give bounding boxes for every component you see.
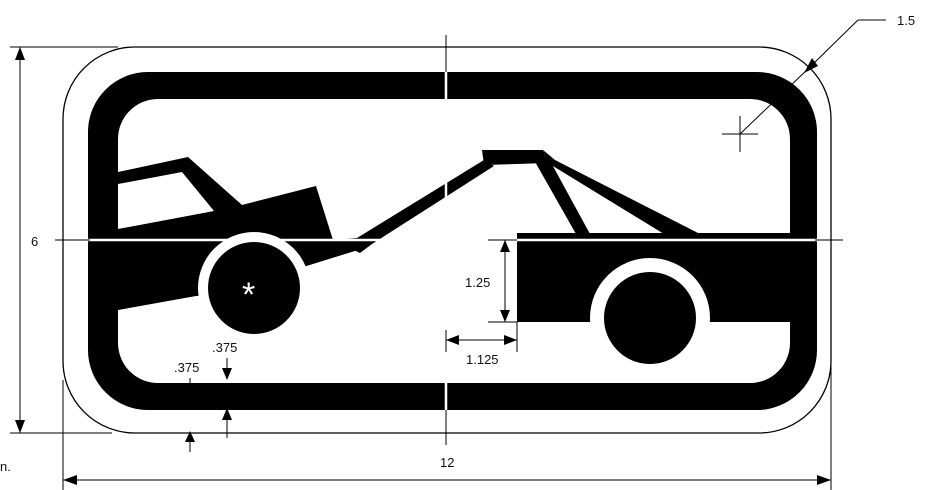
height-label-bg xyxy=(26,230,44,250)
tow-boom-head xyxy=(482,150,548,165)
wheel-horizontal-dimension xyxy=(445,322,518,352)
tow-truck-icon xyxy=(482,150,790,378)
radius-leader xyxy=(739,19,886,135)
wheel-vertical-label: 1.25 xyxy=(465,275,490,290)
radius-label: 1.5 xyxy=(897,13,915,28)
wheel-horizontal-label: 1.125 xyxy=(466,352,499,367)
wheel-asterisk: * xyxy=(242,276,255,314)
height-label: 6 xyxy=(31,234,38,249)
tow-truck-wheel xyxy=(604,272,696,364)
towed-car-wheel xyxy=(208,242,300,334)
edge-text-fragment: n. xyxy=(0,459,11,474)
width-dimension xyxy=(62,350,832,490)
border-left-label: .375 xyxy=(174,360,199,375)
border-right-dimension xyxy=(222,358,232,438)
towed-car-window xyxy=(118,172,214,229)
tow-cable xyxy=(333,160,494,253)
border-right-label: .375 xyxy=(212,340,237,355)
width-label: 12 xyxy=(440,455,454,470)
wheel-vertical-dimension xyxy=(488,239,517,323)
towed-car-icon: * xyxy=(118,157,358,344)
tow-boom-strut xyxy=(534,157,590,234)
height-dimension xyxy=(10,46,118,434)
border-left-dimension xyxy=(185,378,195,452)
